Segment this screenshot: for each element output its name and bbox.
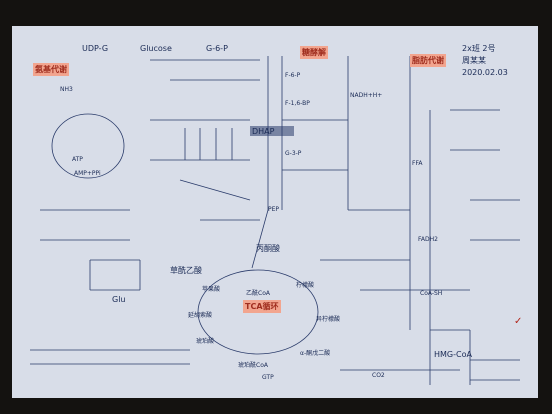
red-check-mark: ✓ [514, 316, 523, 327]
label-acetyl-coa: 乙酰CoA [246, 290, 270, 297]
label-fumarate: 延胡索酸 [188, 312, 213, 319]
label-atp: ATP [72, 156, 83, 163]
label-f6p: F-6-P [285, 72, 301, 79]
label-gtp: GTP [262, 374, 274, 381]
label-succinyl-coa: 琥珀酰CoA [238, 362, 268, 369]
label-nadh: NADH+H+ [350, 92, 383, 99]
label-succinate: 琥珀酸 [196, 338, 215, 345]
header-line1: 2x班 2号 [462, 44, 496, 53]
header-line2: 周某某 [462, 56, 486, 65]
tag-ammonia: 氨基代谢 [33, 63, 69, 76]
label-pyruvate: 丙酮酸 [256, 244, 280, 253]
label-citrate: 柠檬酸 [296, 282, 315, 289]
label-glu: Glu [112, 295, 126, 304]
label-isocitrate: 异柠檬酸 [316, 316, 341, 323]
label-coa: CoA-SH [420, 290, 443, 297]
label-fadh2: FADH2 [418, 236, 438, 243]
label-glucose: Glucose [140, 44, 172, 53]
tag-glycolysis: 糖酵解 [300, 46, 328, 59]
label-amp: AMP+PPi [74, 170, 101, 177]
label-malate: 苹果酸 [202, 286, 221, 293]
label-g6p: G-6-P [206, 44, 228, 53]
label-g3p: G-3-P [285, 150, 302, 157]
label-f16bp: F-1,6-BP [285, 100, 310, 107]
label-ffa: FFA [412, 160, 423, 167]
tag-tca: TCA循环 [243, 300, 281, 313]
label-nh3: NH3 [60, 86, 73, 93]
label-hmg: HMG-CoA [434, 350, 472, 359]
label-dhap: DHAP [252, 127, 275, 136]
label-pep: PEP [268, 206, 280, 213]
label-udpg: UDP-G [82, 44, 109, 53]
tag-fatty: 脂肪代谢 [410, 54, 446, 67]
header-line3: 2020.02.03 [462, 68, 508, 77]
label-akg: α-酮戊二酸 [300, 350, 331, 357]
label-co2: CO2 [372, 372, 385, 379]
label-oaa: 草酰乙酸 [170, 266, 202, 275]
paper-sheet [12, 26, 538, 398]
